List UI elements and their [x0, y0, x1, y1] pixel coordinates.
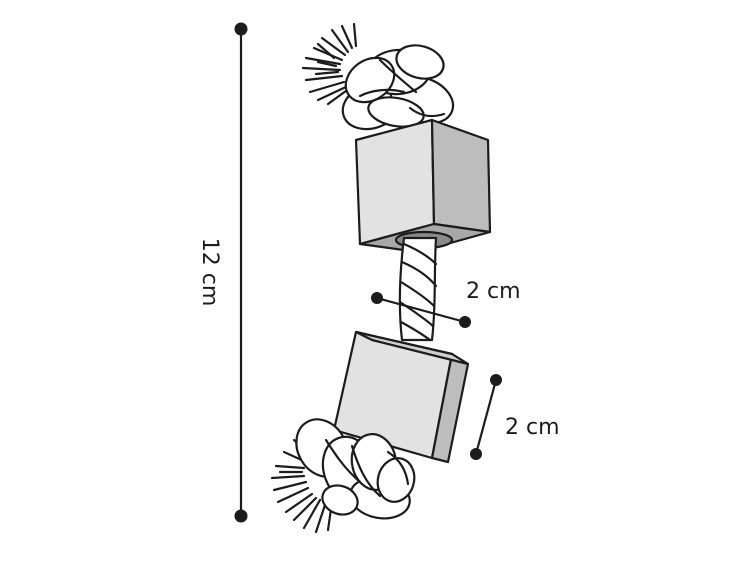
dimension-endpoint-top	[234, 22, 248, 36]
rope-dimension-endpoint-left	[371, 292, 383, 304]
cube-dimension-endpoint-bottom	[470, 448, 482, 460]
top-wooden-cube	[354, 118, 492, 254]
length-dimension: 12 cm	[197, 22, 248, 523]
dimension-endpoint-bottom	[234, 509, 248, 523]
cube-dimension-endpoint-top	[490, 374, 502, 386]
bottom-cube-top-face	[354, 330, 470, 366]
top-cube-front-face	[354, 118, 436, 246]
top-rope-knot	[301, 22, 455, 131]
rope-diameter-dimension: 2 cm	[371, 279, 521, 328]
cube-side-dimension: 2 cm	[470, 374, 560, 460]
bottom-wooden-cube	[332, 330, 470, 464]
length-label: 12 cm	[197, 238, 222, 307]
twisted-rope	[398, 236, 438, 342]
rope-diameter-label: 2 cm	[466, 279, 521, 304]
bottom-rope-knot	[270, 418, 416, 534]
top-cube-side-face	[430, 118, 492, 234]
rope-dimension-endpoint-right	[459, 316, 471, 328]
cube-side-label: 2 cm	[505, 415, 560, 440]
top-frayed-fibers	[301, 22, 358, 106]
